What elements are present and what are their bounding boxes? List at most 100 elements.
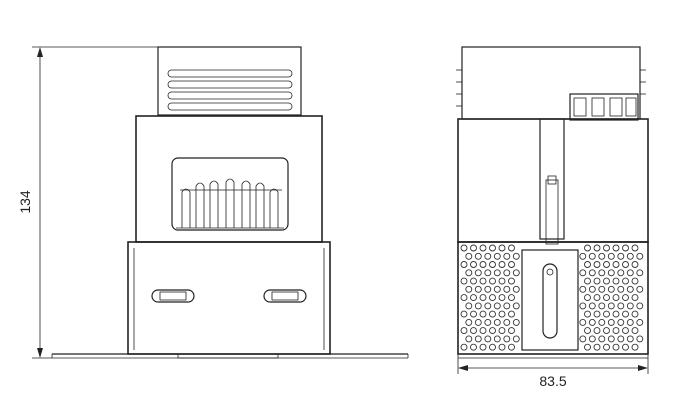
perforation-hole — [489, 294, 496, 302]
perforation-hole — [503, 252, 511, 260]
perforation-hole — [508, 244, 515, 252]
perforation-hole — [636, 302, 644, 310]
perforation-hole — [636, 318, 644, 326]
perforation-hole — [603, 244, 610, 252]
perforation-hole — [465, 252, 473, 260]
perforation-hole — [612, 261, 620, 268]
perforation-hole — [503, 335, 511, 343]
front-top-cap — [157, 46, 302, 116]
perforation-hole — [493, 285, 501, 293]
perforation-hole — [584, 327, 591, 335]
perforation-hole — [588, 318, 596, 326]
perforation-hole — [474, 335, 482, 343]
perforation-hole — [603, 294, 610, 302]
perforation-hole — [603, 277, 610, 285]
perforation-hole — [593, 310, 601, 318]
perforation-hole — [593, 244, 601, 252]
perforation-hole — [493, 269, 501, 277]
perforation-hole — [465, 335, 473, 343]
perforation-hole — [603, 310, 610, 318]
perforation-hole — [579, 269, 587, 277]
perforation-hole — [508, 277, 515, 285]
perforation-hole — [489, 327, 496, 335]
front-vent-slots — [167, 69, 293, 111]
perforation-hole — [631, 343, 639, 351]
front-bracket — [127, 241, 331, 355]
width-dimension: 83.5 — [457, 358, 649, 389]
perforation-hole — [631, 261, 639, 268]
perforation-hole — [508, 261, 515, 268]
perforation-hole — [470, 327, 477, 335]
perforation-hole — [498, 277, 506, 285]
perforation-hole — [588, 252, 596, 260]
perforation-hole — [622, 310, 629, 318]
perforation-hole — [579, 285, 587, 293]
perforation-hole — [498, 310, 506, 318]
side-center-column — [539, 118, 565, 240]
perforation-hole — [474, 285, 482, 293]
front-window — [171, 157, 289, 231]
perforation-hole — [493, 252, 501, 260]
perforation-hole — [584, 294, 591, 302]
perforation-hole — [607, 285, 615, 293]
perforation-hole — [617, 318, 625, 326]
perforation-hole — [617, 335, 625, 343]
perforation-hole — [598, 252, 606, 260]
perforation-hole — [588, 285, 596, 293]
side-front-plate — [521, 249, 579, 351]
perforation-hole — [626, 335, 634, 343]
perforation-hole — [617, 302, 625, 310]
height-dimension-label: 134 — [17, 190, 33, 214]
perforation-hole — [508, 310, 515, 318]
perforation-hole — [479, 244, 487, 252]
perforation-hole — [636, 335, 644, 343]
perforation-hole — [631, 327, 639, 335]
perforation-hole — [498, 244, 506, 252]
perforation-hole — [479, 310, 487, 318]
height-dimension: 134 — [17, 46, 158, 359]
perforation-hole — [493, 335, 501, 343]
perforation-hole — [460, 343, 468, 351]
perforation-hole — [593, 294, 601, 302]
perforation-hole — [470, 244, 477, 252]
perforation-hole — [626, 252, 634, 260]
perforation-hole — [584, 310, 591, 318]
perforation-hole — [479, 261, 487, 268]
perforation-hole — [484, 318, 492, 326]
perforation-hole — [626, 269, 634, 277]
perforation-hole — [489, 343, 496, 351]
perforation-hole — [626, 285, 634, 293]
perforation-hole — [607, 335, 615, 343]
perforation-hole — [498, 261, 506, 268]
perforation-hole — [465, 269, 473, 277]
perforation-hole — [612, 244, 620, 252]
perforation-hole — [474, 302, 482, 310]
perforation-hole — [470, 261, 477, 268]
terminal-block — [569, 93, 639, 121]
perforation-hole — [465, 285, 473, 293]
perforation-hole — [470, 294, 477, 302]
perforation-hole — [470, 310, 477, 318]
perforation-hole — [503, 302, 511, 310]
perforation-hole — [579, 252, 587, 260]
perforation-hole — [617, 252, 625, 260]
perforation-hole — [593, 261, 601, 268]
perforation-hole — [603, 343, 610, 351]
perforation-hole — [579, 335, 587, 343]
perforation-hole — [474, 252, 482, 260]
mounting-slot-left — [151, 289, 195, 303]
perforation-hole — [484, 269, 492, 277]
perforation-hole — [503, 285, 511, 293]
perforation-hole — [612, 277, 620, 285]
perforation-hole — [612, 310, 620, 318]
perforation-hole — [479, 294, 487, 302]
perforation-hole — [484, 252, 492, 260]
perforation-hole — [479, 327, 487, 335]
perforation-hole — [622, 277, 629, 285]
side-view — [456, 46, 649, 359]
perforation-hole — [489, 261, 496, 268]
perforation-hole — [498, 343, 506, 351]
perforation-hole — [631, 310, 639, 318]
perforation-hole — [474, 269, 482, 277]
front-view — [51, 46, 409, 359]
